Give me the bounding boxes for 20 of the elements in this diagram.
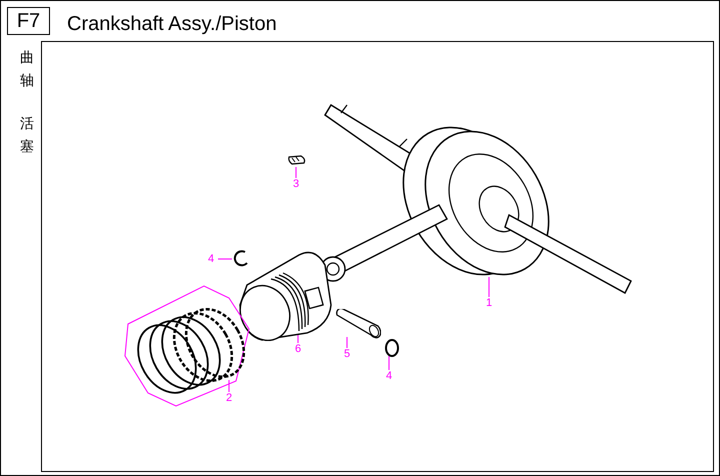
leader-line [488, 276, 490, 298]
title: Crankshaft Assy./Piston [67, 13, 277, 36]
callout-number: 1 [482, 297, 496, 309]
callout-number: 6 [291, 343, 305, 355]
callout-number: 5 [340, 348, 354, 360]
callout-number: 4 [204, 253, 218, 265]
leader-line [218, 258, 232, 260]
callout-number: 3 [289, 178, 303, 190]
leader-line [346, 336, 348, 348]
callout-number: 2 [222, 392, 236, 404]
key-drawing [287, 153, 307, 165]
leader-line [388, 356, 390, 370]
section-code-box: F7 [7, 7, 50, 35]
leader-line [228, 380, 230, 392]
side-heading: 曲轴 [19, 49, 35, 91]
piston-ring-set-drawing [123, 285, 251, 408]
callout-number: 4 [382, 370, 396, 382]
circlip-drawing [382, 338, 402, 358]
circlip-drawing [231, 249, 249, 269]
side-heading: 活塞 [19, 115, 35, 157]
